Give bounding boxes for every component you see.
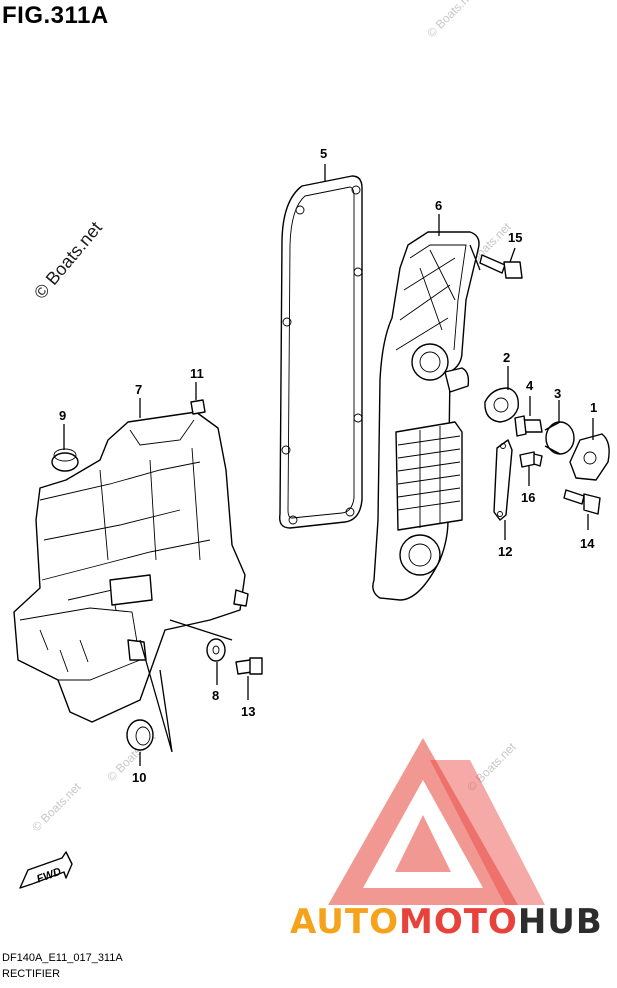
ecu-bracket-part-7 (13, 411, 249, 723)
figure-code: DF140A_E11_017_311A (2, 952, 123, 964)
callout-7: 7 (135, 382, 142, 397)
leader-lines (63, 164, 594, 766)
clamp-part-12 (493, 439, 513, 521)
figure-name: RECTIFIER (2, 968, 61, 980)
bolt-part-15 (479, 254, 523, 279)
bolt-part-13 (235, 657, 263, 675)
callout-16: 16 (521, 490, 535, 505)
spacer-part-3 (544, 421, 575, 455)
callout-3: 3 (554, 386, 561, 401)
fwd-arrow-icon: FWD (19, 851, 73, 889)
callout-10: 10 (132, 770, 146, 785)
grommet-part-10 (126, 719, 154, 751)
gasket-part-2 (484, 387, 519, 423)
grommet-part-9 (51, 448, 79, 472)
callout-13: 13 (241, 704, 255, 719)
automotohub-logo-icon (328, 738, 545, 905)
bolt-part-4 (514, 415, 543, 437)
callout-1: 1 (590, 400, 597, 415)
callout-9: 9 (59, 408, 66, 423)
washer-part-8 (206, 638, 226, 662)
figure-title: FIG.311A (2, 2, 109, 29)
brand-part-moto: MOTO (398, 902, 518, 942)
callout-2: 2 (503, 350, 510, 365)
callout-11: 11 (190, 366, 204, 381)
callout-4: 4 (526, 378, 534, 393)
rectifier-housing-part-6 (372, 231, 480, 601)
callout-15: 15 (508, 230, 522, 245)
bolt-part-14 (563, 489, 601, 515)
callout-5: 5 (320, 146, 327, 161)
callout-8: 8 (212, 688, 219, 703)
brand-part-hub: HUB (517, 902, 603, 942)
callout-labels: 1 2 3 4 5 6 7 8 9 10 11 12 13 14 15 16 (59, 146, 597, 785)
callout-6: 6 (435, 198, 442, 213)
block-part-11 (190, 399, 206, 415)
gasket-part-5 (279, 175, 363, 529)
bolt-part-16 (519, 451, 543, 468)
bracket-part-1 (569, 433, 610, 481)
callout-14: 14 (580, 536, 595, 551)
brand-part-auto: AUTO (290, 902, 399, 942)
callout-12: 12 (498, 544, 512, 559)
automotohub-brand: AUTOMOTOHUB (290, 902, 603, 942)
